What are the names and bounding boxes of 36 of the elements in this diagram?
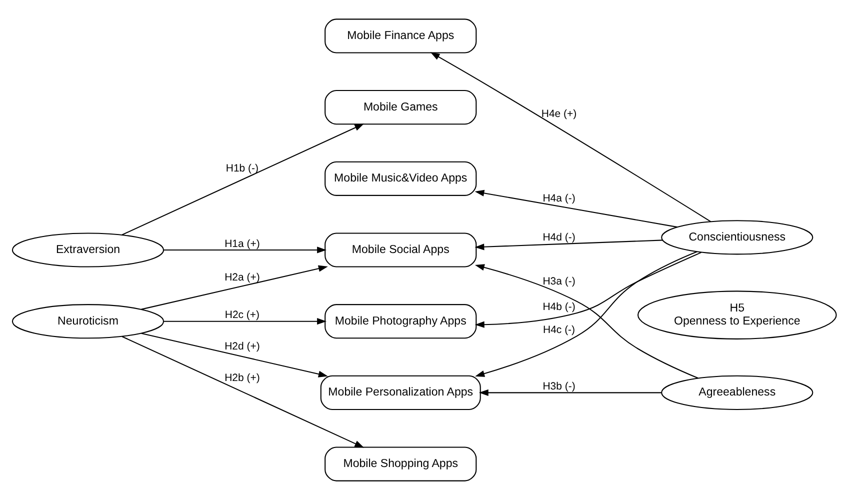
node-box: Mobile Photography Apps [324,304,477,339]
arrow [164,318,326,325]
node-box: Mobile Finance Apps [324,18,477,54]
node-box: Mobile Social Apps [324,232,477,268]
node-box: Mobile Personalization Apps [320,375,481,410]
node-box: Mobile Shopping Apps [324,446,477,482]
arrow [141,265,328,310]
node-box: Mobile Music&Video Apps [324,161,477,196]
arrow [164,246,326,254]
node-ellipse: Neuroticism [12,304,164,339]
arrow [122,336,364,448]
edge-label: H2c (+) [224,310,260,322]
arrow [474,252,702,328]
node-box: Mobile Games [324,90,477,125]
edge-label: H1b (-) [226,163,259,174]
arrow [141,332,328,378]
arrow [430,52,712,222]
arrow [474,190,678,228]
edge-label: H3a (-) [542,276,576,288]
edge-label: H4c (-) [543,324,576,336]
edge-label: H2d (+) [224,342,260,353]
node-ellipse: H5 Openness to Experience [637,290,837,340]
edge-label: H2a (+) [224,272,260,284]
edge-label: H4e (+) [541,108,577,120]
edge-label: H3b (-) [542,382,576,393]
edge-label: H2b (+) [224,373,260,384]
node-ellipse: Extraversion [12,232,164,268]
arrow [478,389,662,396]
edge-label: H4a (-) [542,194,576,205]
node-ellipse: Conscientiousness [661,220,814,255]
node-ellipse: Agreeableness [661,375,814,410]
arrow [122,124,364,236]
edge-label: H4d (-) [542,232,576,244]
edge-label: H4b (-) [542,302,576,313]
arrow [474,240,663,250]
edge-label: H1a (+) [224,238,260,250]
